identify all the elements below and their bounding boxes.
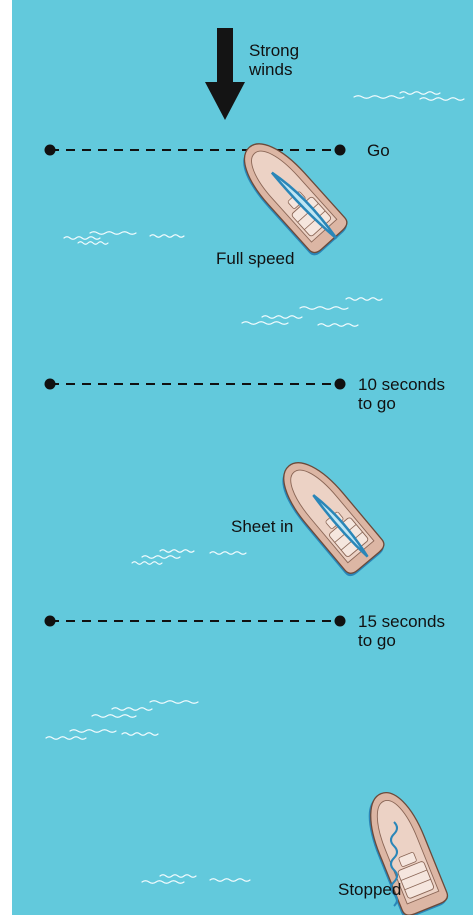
line-label-go: Go — [367, 141, 390, 160]
wave-squiggle-16 — [92, 715, 136, 718]
wave-squiggle-11 — [318, 324, 358, 327]
boat-label-full-speed: Full speed — [216, 249, 294, 268]
wind-arrow-icon — [205, 28, 245, 120]
wave-squiggle-22 — [142, 881, 184, 884]
wave-squiggle-4 — [90, 232, 136, 235]
wave-squiggle-2 — [420, 98, 464, 101]
wave-squiggle-14 — [210, 552, 246, 555]
start-line-end-left-1 — [45, 379, 56, 390]
wave-squiggle-3 — [64, 237, 100, 240]
wave-squiggle-13 — [160, 550, 194, 553]
wave-squiggle-17 — [112, 708, 152, 711]
wave-squiggle-19 — [46, 737, 86, 740]
wave-squiggle-8 — [262, 316, 302, 319]
wave-squiggle-24 — [210, 879, 250, 882]
wave-squiggle-21 — [122, 733, 158, 736]
start-line-end-left-0 — [45, 145, 56, 156]
boat-label-stopped: Stopped — [338, 880, 401, 899]
wave-squiggle-20 — [70, 730, 116, 733]
line-label-15-seconds: 15 seconds to go — [358, 612, 445, 650]
wave-squiggle-10 — [346, 298, 382, 301]
start-line-end-right-2 — [335, 616, 346, 627]
wave-squiggle-18 — [150, 701, 198, 704]
wave-squiggle-7 — [242, 322, 288, 325]
wave-squiggle-5 — [150, 235, 184, 238]
boat-label-sheet-in: Sheet in — [231, 517, 293, 536]
start-line-end-right-1 — [335, 379, 346, 390]
wave-squiggle-12 — [142, 556, 180, 559]
wave-squiggle-0 — [354, 96, 404, 99]
wave-squiggle-6 — [78, 242, 108, 245]
wind-label: Strong winds — [249, 41, 299, 79]
wave-squiggle-23 — [160, 875, 196, 878]
wave-squiggle-1 — [400, 92, 440, 95]
line-label-10-seconds: 10 seconds to go — [358, 375, 445, 413]
start-line-end-right-0 — [335, 145, 346, 156]
boat-sheet-in — [269, 451, 388, 580]
wave-squiggle-9 — [300, 307, 348, 310]
start-line-end-left-2 — [45, 616, 56, 627]
wave-squiggle-15 — [132, 562, 162, 565]
